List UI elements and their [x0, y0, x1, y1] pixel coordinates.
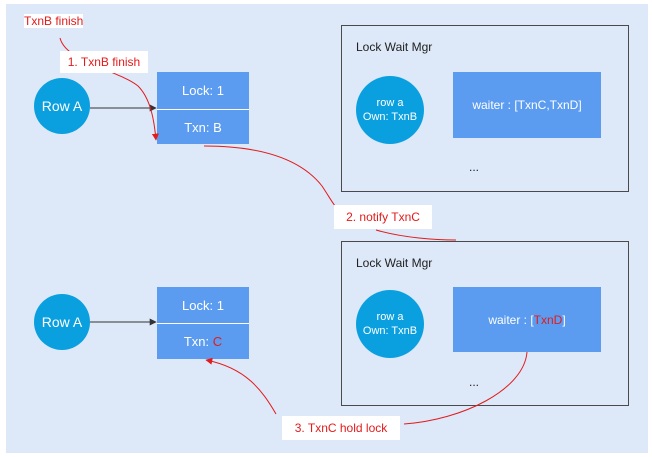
- lock-divider-lower: [157, 323, 249, 324]
- txn-prefix-upper: Txn:: [184, 119, 214, 135]
- step-1-callout: 1. TxnB finish: [60, 51, 148, 73]
- row-a-circle-lower: Row A: [34, 294, 90, 350]
- step-3-callout: 3. TxnC hold lock: [282, 416, 400, 440]
- waiter-suffix-lower: ]: [562, 312, 566, 327]
- row-owner-circle-lower: row a Own: TxnB: [356, 290, 424, 358]
- txn-prefix-lower: Txn:: [183, 334, 213, 349]
- lock-wait-mgr-title-upper: Lock Wait Mgr: [356, 40, 433, 54]
- step-1-label: 1. TxnB finish: [67, 55, 141, 69]
- waiter-box-upper: waiter : [TxnC,TxnD]: [453, 72, 601, 138]
- txn-cell-lower: Txn: C: [157, 324, 249, 359]
- row-owner-label-upper: row a Own: TxnB: [362, 97, 418, 123]
- lock-cell-lower: Lock: 1: [157, 287, 249, 323]
- lock-cell-upper: Lock: 1: [157, 72, 249, 109]
- txnb-finish-label: TxnB finish: [24, 14, 84, 28]
- lock-count-lower: Lock: 1: [182, 297, 224, 313]
- txn-cell-upper: Txn: B: [157, 110, 249, 144]
- waiter-list-upper: [TxnC,TxnD]: [514, 98, 582, 112]
- ellipsis-upper: ...: [469, 160, 480, 174]
- row-owner-label-lower: row a Own: TxnB: [362, 311, 418, 337]
- row-a-label-lower: Row A: [41, 314, 83, 330]
- lock-count-upper: Lock: 1: [182, 83, 224, 98]
- waiter-list-lower: TxnD: [533, 312, 563, 327]
- row-owner-circle-upper: row a Own: TxnB: [356, 76, 424, 144]
- row-a-circle-upper: Row A: [34, 78, 90, 134]
- lock-divider-upper: [157, 109, 249, 110]
- waiter-prefix-upper: waiter :: [472, 98, 515, 112]
- lock-wait-mgr-title-lower: Lock Wait Mgr: [356, 256, 433, 270]
- waiter-prefix-lower: waiter : [: [488, 312, 534, 327]
- txn-value-lower: C: [212, 334, 223, 349]
- step-2-label: 2. notify TxnC: [346, 210, 420, 224]
- ellipsis-lower: ...: [469, 375, 480, 389]
- waiter-box-lower: waiter : [TxnD]: [453, 287, 601, 352]
- row-a-label-upper: Row A: [41, 98, 83, 114]
- txn-value-upper: B: [213, 119, 222, 135]
- step-3-label: 3. TxnC hold lock: [294, 421, 388, 435]
- step-2-callout: 2. notify TxnC: [334, 205, 432, 229]
